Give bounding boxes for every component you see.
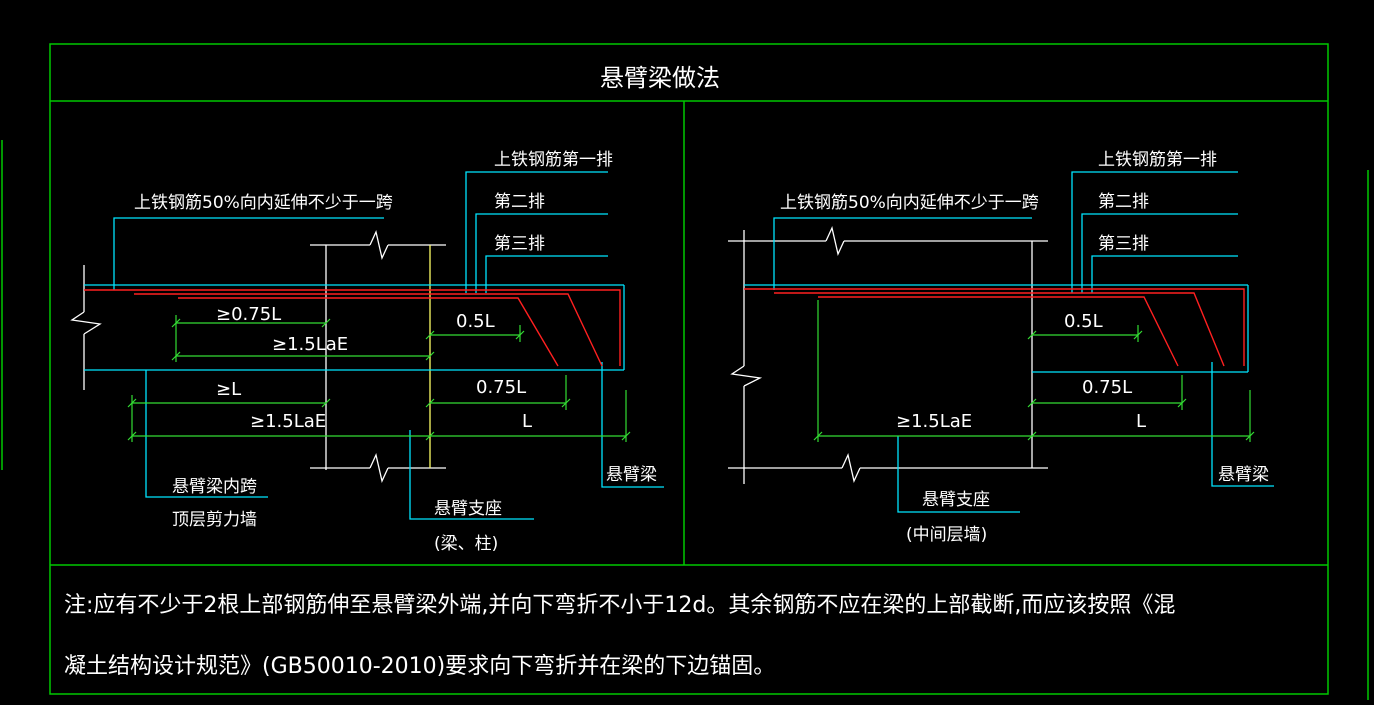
wall-break-symbol — [730, 365, 763, 387]
label-extend: 上铁钢筋50%向内延伸不少于一跨 — [134, 193, 393, 213]
tick — [621, 431, 631, 441]
top-break-symbol — [825, 226, 845, 256]
leader-cantilever — [1211, 362, 1274, 487]
outer-border — [49, 43, 1329, 695]
left-diagram: 上铁钢筋第一排 第二排 第三排 上铁钢筋50%向内延伸不少于一跨 ≥0.75L … — [70, 150, 664, 554]
leader-row1 — [465, 171, 608, 293]
tick — [321, 398, 331, 408]
tick — [1133, 330, 1143, 340]
label-support: 悬臂支座 — [434, 499, 502, 519]
label-row1: 上铁钢筋第一排 — [1098, 150, 1217, 170]
label-extend: 上铁钢筋50%向内延伸不少于一跨 — [780, 193, 1039, 213]
tick — [1245, 431, 1255, 441]
leader-row3 — [1091, 255, 1238, 293]
label-support-sub: (梁、柱) — [434, 534, 498, 554]
label-dim-05L: 0.5L — [1064, 311, 1103, 332]
tick — [171, 318, 181, 328]
note-line-1: 注:应有不少于2根上部钢筋伸至悬臂梁外端,并向下弯折不小于12d。其余钢筋不应在… — [64, 593, 1175, 618]
label-dim-075L: 0.75L — [1082, 377, 1132, 398]
label-dim-L: L — [1136, 411, 1146, 432]
bottom-break-symbol — [369, 453, 389, 483]
frame — [1, 43, 1369, 700]
leader-row2 — [475, 213, 608, 293]
label-support: 悬臂支座 — [922, 490, 990, 510]
page-title: 悬臂梁做法 — [600, 64, 720, 92]
rebar-row1 — [744, 288, 1245, 366]
label-row3: 第三排 — [1098, 234, 1149, 254]
tick — [127, 398, 137, 408]
leader-support — [409, 430, 534, 520]
label-dim-075L-upper: ≥0.75L — [216, 304, 281, 325]
tick — [425, 351, 435, 361]
leader-cantilever — [601, 362, 664, 488]
label-dim-15LaE-upper: ≥1.5LaE — [272, 334, 348, 355]
label-cantilever-beam: 悬臂梁 — [606, 465, 657, 485]
tick — [171, 351, 181, 361]
note-line-2: 凝土结构设计规范》(GB50010-2010)要求向下弯折并在梁的下边锚固。 — [64, 654, 775, 679]
tick — [127, 431, 137, 441]
label-row1: 上铁钢筋第一排 — [494, 150, 613, 170]
label-dim-15LaE-lower: ≥1.5LaE — [250, 411, 326, 432]
label-row2: 第二排 — [494, 192, 545, 212]
leader-row1 — [1071, 171, 1238, 293]
label-dim-15LaE: ≥1.5LaE — [896, 411, 972, 432]
label-support-sub: (中间层墙) — [906, 525, 987, 545]
rebar-row2 — [134, 293, 603, 367]
rebar-row3 — [818, 296, 1179, 367]
tick — [561, 398, 571, 408]
label-inner-span: 悬臂梁内跨 — [172, 477, 257, 497]
tick — [425, 431, 435, 441]
rebar-row3 — [178, 297, 559, 367]
tick — [425, 330, 435, 340]
label-dim-geL: ≥L — [216, 379, 241, 400]
tick — [321, 318, 331, 328]
bottom-break-symbol — [841, 453, 861, 483]
label-dim-075L: 0.75L — [476, 377, 526, 398]
tick — [515, 330, 525, 340]
rebar-row2 — [774, 292, 1225, 367]
label-row2: 第二排 — [1098, 192, 1149, 212]
leader-extend — [113, 217, 384, 290]
leader-support — [897, 436, 1020, 513]
wall-break-symbol — [70, 311, 102, 335]
tick — [425, 398, 435, 408]
rebar-row1 — [84, 289, 621, 366]
label-shear-wall: 顶层剪力墙 — [172, 510, 257, 530]
label-dim-05L: 0.5L — [456, 311, 495, 332]
leader-extend — [773, 217, 1032, 290]
label-dim-L: L — [522, 411, 532, 432]
label-cantilever-beam: 悬臂梁 — [1218, 465, 1269, 485]
leader-inner-span — [145, 370, 268, 498]
right-diagram: 上铁钢筋第一排 第二排 第三排 上铁钢筋50%向内延伸不少于一跨 0.5L 0.… — [728, 150, 1274, 545]
tick — [1027, 431, 1037, 441]
top-break-symbol — [369, 230, 389, 260]
leader-row3 — [485, 255, 608, 293]
tick — [1027, 330, 1037, 340]
leader-row2 — [1081, 213, 1238, 293]
tick — [813, 431, 823, 441]
label-row3: 第三排 — [494, 234, 545, 254]
tick — [1177, 398, 1187, 408]
tick — [1027, 398, 1037, 408]
